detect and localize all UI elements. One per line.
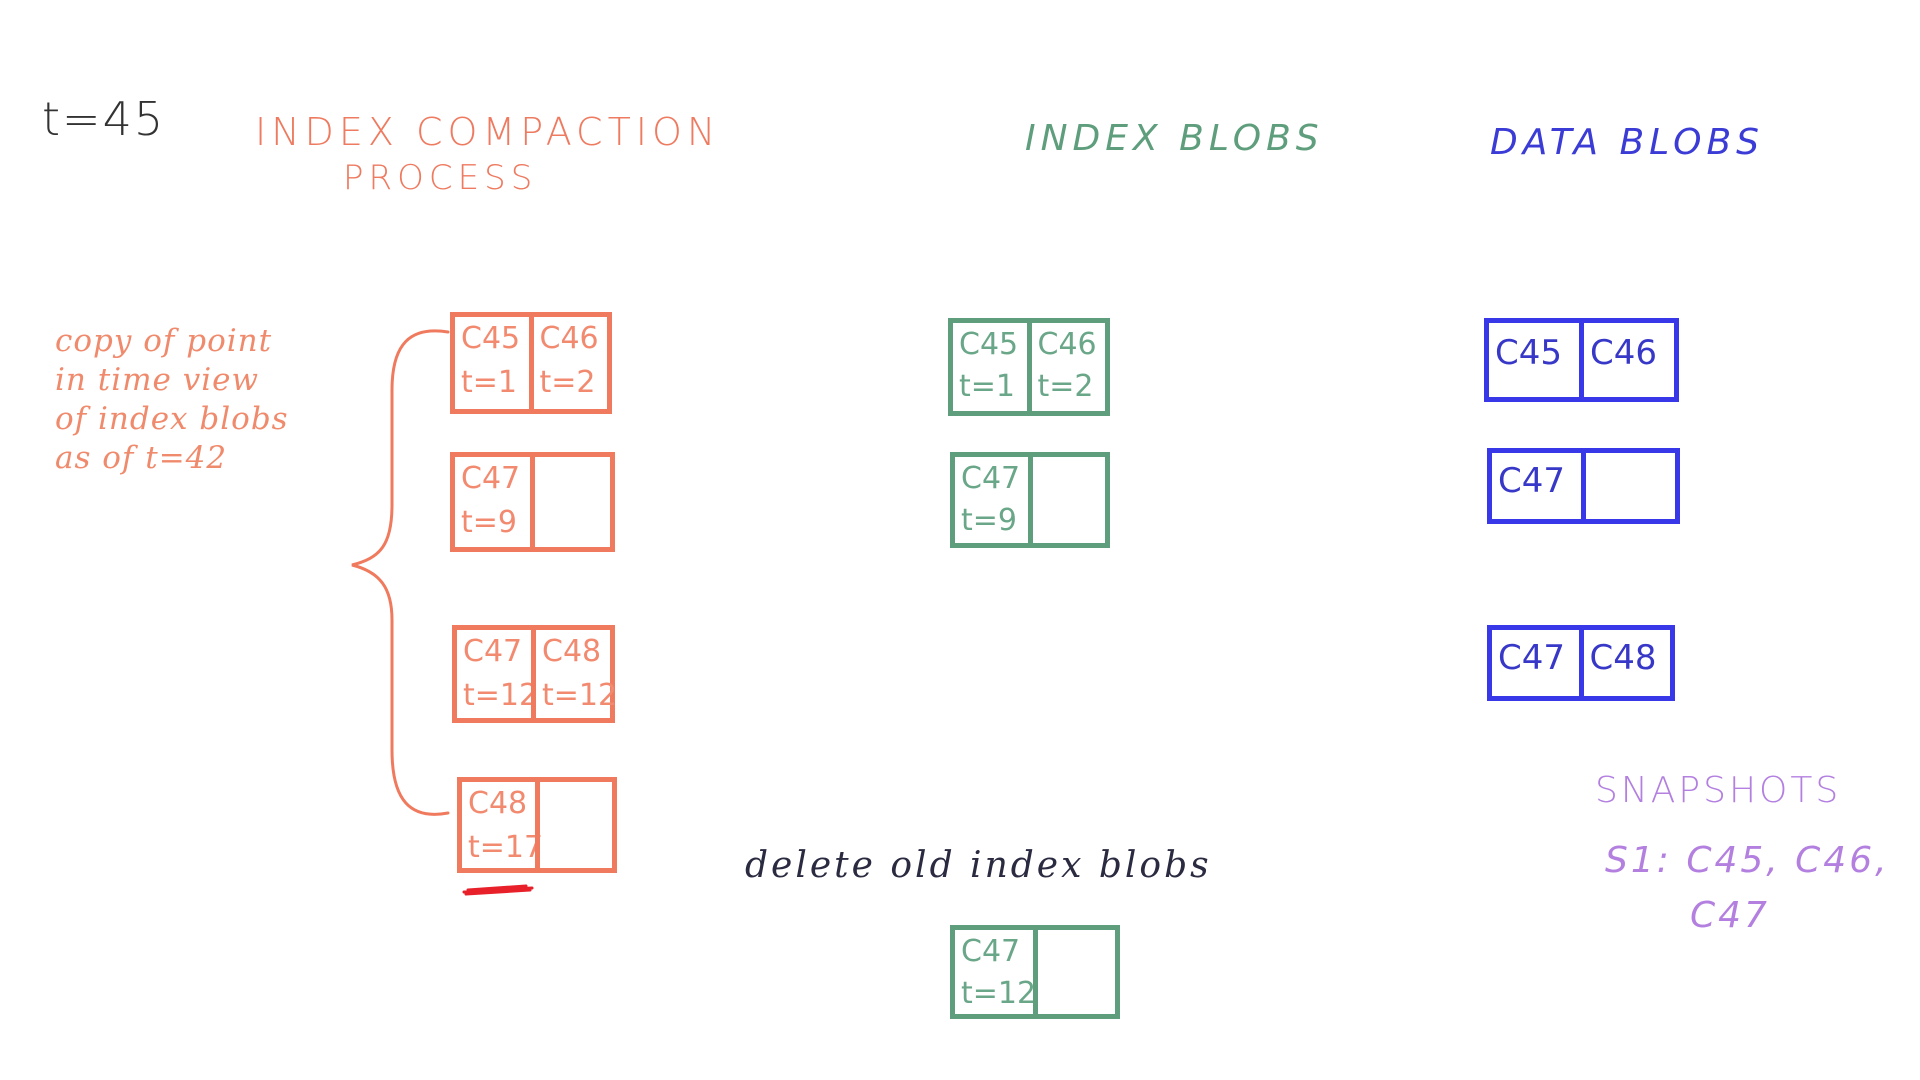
compaction-title-line2: PROCESS: [343, 158, 538, 198]
blob-cell: [534, 782, 613, 868]
chunk-name: C45: [959, 327, 1019, 362]
chunk-time: t=12: [542, 678, 618, 713]
compaction-title-line1: INDEX COMPACTION: [255, 110, 721, 154]
blob-cell: C48 t=17: [462, 782, 543, 868]
blob-cell: C46: [1579, 323, 1674, 397]
compaction-blob-3: C47 t=12 C48 t=12: [452, 625, 617, 723]
chunk-name: C47: [961, 934, 1021, 969]
blob-cell: [1581, 453, 1675, 519]
chunk-name: C47: [1498, 461, 1566, 501]
blob-cell: [1027, 457, 1106, 543]
blob-cell: C47 t=9: [955, 457, 1028, 543]
chunk-name: C46: [1037, 327, 1097, 362]
highlight-underline: [462, 884, 534, 896]
chunk-name: C45: [461, 321, 521, 356]
chunk-name: C48: [468, 786, 528, 821]
chunk-time: t=12: [961, 976, 1037, 1011]
blob-cell: C47 t=12: [955, 930, 1037, 1014]
chunk-time: t=9: [461, 505, 517, 540]
chunk-time: t=17: [468, 830, 544, 865]
chunk-name: C48: [1589, 638, 1657, 678]
blob-cell: C48 t=12: [531, 630, 617, 718]
data-blobs-title: DATA BLOBS: [1490, 122, 1765, 163]
chunk-name: C47: [1498, 638, 1566, 678]
chunk-name: C47: [463, 634, 523, 669]
chunk-name: C45: [1495, 333, 1563, 373]
index-blob-1: C45 t=1 C46 t=2: [948, 318, 1110, 416]
blob-cell: C46 t=2: [528, 317, 608, 409]
data-blob-1: C45 C46: [1484, 318, 1679, 402]
chunk-name: C48: [542, 634, 602, 669]
index-blob-2: C47 t=9: [950, 452, 1110, 548]
curly-brace: [351, 329, 450, 816]
blob-cell: [530, 457, 610, 547]
chunk-time: t=1: [461, 365, 517, 400]
note-line: copy of point: [55, 323, 273, 359]
note-line: in time view: [55, 362, 260, 398]
blob-cell: C45 t=1: [953, 323, 1027, 411]
blob-cell: C47 t=9: [455, 457, 530, 547]
chunk-time: t=2: [1037, 369, 1094, 404]
data-blob-2: C47: [1487, 448, 1680, 524]
chunk-time: t=2: [539, 365, 596, 400]
chunk-time: t=9: [961, 503, 1017, 538]
compaction-blob-4: C48 t=17: [457, 777, 617, 873]
snapshot-s1-line: S1: C45, C46,: [1605, 840, 1890, 881]
index-blobs-title: INDEX BLOBS: [1025, 118, 1324, 159]
point-in-time-note: copy of point in time view of index blob…: [55, 322, 345, 478]
note-line: as of t=42: [55, 440, 228, 476]
snapshots-title: SNAPSHOTS: [1595, 770, 1842, 811]
chunk-name: C47: [961, 461, 1021, 496]
chunk-time: t=12: [463, 678, 539, 713]
compaction-blob-1: C45 t=1 C46 t=2: [450, 312, 612, 414]
time-label: t=45: [42, 92, 166, 146]
blob-cell: C47: [1492, 453, 1581, 519]
blob-cell: C47 t=12: [457, 630, 538, 718]
delete-old-index-blobs-label: delete old index blobs: [745, 845, 1212, 886]
chunk-time: t=1: [959, 369, 1015, 404]
chunk-name: C47: [461, 461, 521, 496]
blob-cell: C45 t=1: [455, 317, 529, 409]
note-line: of index blobs: [55, 401, 289, 437]
blob-cell: C45: [1489, 323, 1579, 397]
blob-cell: C47: [1492, 630, 1579, 696]
blob-cell: C48: [1578, 630, 1671, 696]
compaction-blob-2: C47 t=9: [450, 452, 615, 552]
data-blob-3: C47 C48: [1487, 625, 1675, 701]
blob-cell: [1032, 930, 1116, 1014]
chunk-name: C46: [1590, 333, 1658, 373]
chunk-name: C46: [539, 321, 599, 356]
snapshot-s1-continuation: C47: [1690, 895, 1770, 936]
blob-cell: C46 t=2: [1026, 323, 1106, 411]
deleted-index-blob: C47 t=12: [950, 925, 1120, 1019]
